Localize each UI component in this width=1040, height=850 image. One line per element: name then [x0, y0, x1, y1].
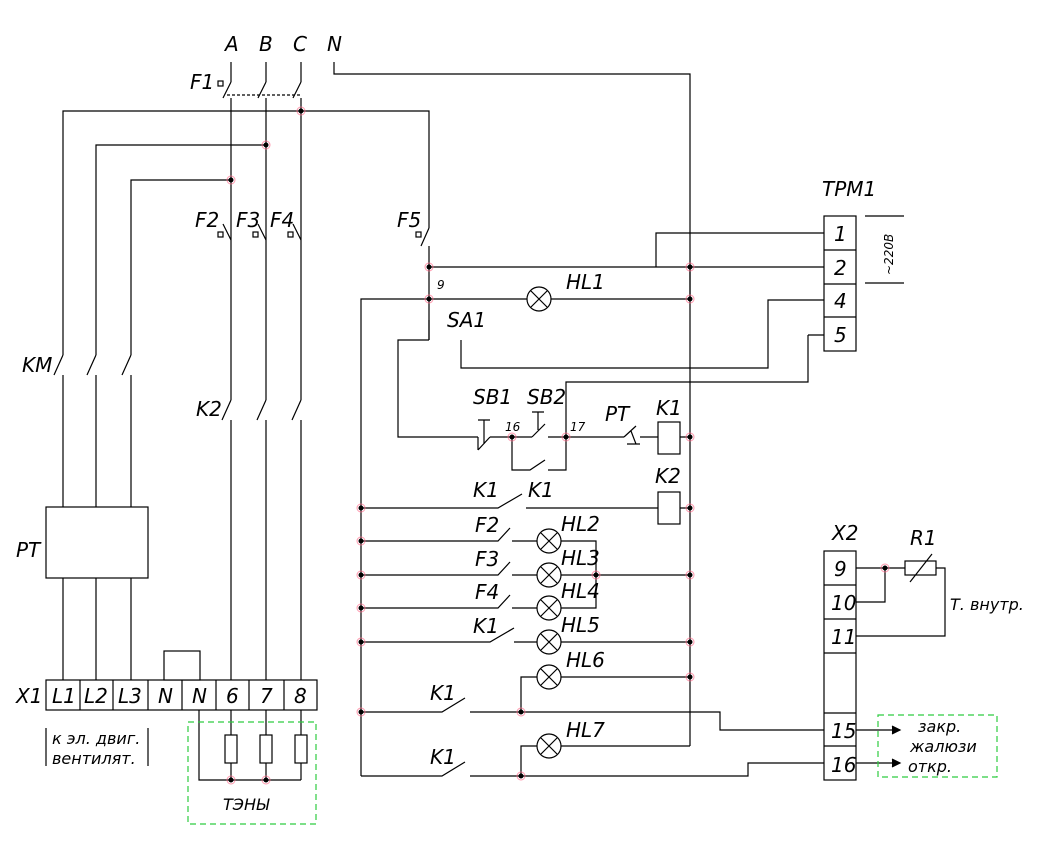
- x1-terminal-n1: N: [158, 684, 173, 708]
- sb1-label: SB1: [473, 385, 512, 409]
- junctions: [226, 106, 890, 785]
- x1-terminal-6: 6: [226, 684, 239, 708]
- x2-terminal-10: 10: [831, 591, 856, 615]
- f5-label: F5: [397, 208, 421, 232]
- hl3-label: HL3: [561, 546, 600, 570]
- x2-terminal-11: 11: [831, 625, 856, 649]
- louver-word-label: жалюзи: [909, 737, 977, 756]
- f4-mark-icon: [287, 231, 294, 238]
- hl2-lamp-icon: [536, 528, 562, 554]
- pt-contact-label: PT: [605, 402, 631, 426]
- hl5-lamp-icon: [536, 629, 562, 655]
- k1-hl7-label: K1: [430, 745, 456, 769]
- x1-cover: [163, 650, 201, 681]
- x2-terminal-15: 15: [831, 719, 856, 743]
- km-label: KM: [22, 353, 52, 377]
- pt-contact-icon: [623, 425, 640, 445]
- x2-terminal-9: 9: [834, 557, 847, 581]
- x1-terminal-l1: L1: [52, 684, 76, 708]
- trm-terminal-5: 5: [834, 323, 847, 347]
- x1-terminal-8: 8: [294, 684, 307, 708]
- f1-mark-icon: [217, 80, 224, 87]
- phase-a-label: A: [223, 32, 239, 56]
- f3-mark-icon: [252, 231, 259, 238]
- pt-relay-label: PT: [16, 538, 42, 562]
- motor-note-line1: к эл. двиг.: [52, 729, 140, 748]
- sb2-button-icon: [531, 411, 546, 438]
- f4-label: F4: [270, 208, 294, 232]
- heaters-label: ТЭНЫ: [223, 795, 270, 814]
- x2-label: X2: [831, 521, 858, 545]
- louver-highlight: [877, 714, 998, 778]
- pt-relay-box: [45, 506, 149, 579]
- hl5-label: HL5: [561, 613, 600, 637]
- f3-label: F3: [236, 208, 260, 232]
- k1-hl6-label: K1: [430, 681, 456, 705]
- x1-label: X1: [15, 684, 42, 708]
- neutral-label: N: [327, 32, 342, 56]
- k2-coil-label: K2: [655, 464, 681, 488]
- k2-coil: [657, 491, 681, 525]
- sb1-button-icon: [477, 419, 491, 451]
- trm-voltage: ~220В: [882, 234, 896, 275]
- f2-mark-icon: [217, 231, 224, 238]
- k1-hl5-label: K1: [473, 614, 499, 638]
- phase-b-label: B: [259, 32, 273, 56]
- heaters-highlight: [187, 721, 317, 825]
- x1-terminal-n2: N: [192, 684, 207, 708]
- sb2-label: SB2: [527, 385, 566, 409]
- k1-coil-label: K1: [656, 396, 682, 420]
- component-boxes: [45, 215, 937, 781]
- hl3-lamp-icon: [536, 562, 562, 588]
- node-9-label: 9: [437, 278, 445, 292]
- k1-seal-label: K1: [528, 478, 554, 502]
- node-17-label: 17: [570, 420, 586, 434]
- f1-label: F1: [190, 70, 214, 94]
- heater-7: [259, 734, 273, 764]
- r1-label: R1: [910, 526, 937, 550]
- x1-terminal-l3: L3: [118, 684, 142, 708]
- k1-k2-line-label: K1: [473, 478, 499, 502]
- x1-terminal-l2: L2: [84, 684, 108, 708]
- louver-close-label: закр.: [918, 717, 961, 736]
- x2-terminal-16: 16: [831, 753, 856, 777]
- trm-terminal-1: 1: [834, 222, 847, 246]
- k1-coil: [657, 421, 681, 455]
- heater-6: [224, 734, 238, 764]
- hl7-label: HL7: [566, 718, 605, 742]
- heater-8: [294, 734, 308, 764]
- f2-label: F2: [195, 208, 219, 232]
- labels: A B C N F1 F2 F3 F4 F5 KM K2 PT 9 HL1 SA…: [15, 32, 1024, 814]
- hl7-lamp-icon: [536, 733, 562, 759]
- trm-terminal-2: 2: [834, 256, 847, 280]
- hl1-label: HL1: [566, 270, 605, 294]
- lamps: [526, 286, 562, 759]
- hl4-label: HL4: [561, 579, 600, 603]
- louver-open-label: откр.: [908, 757, 952, 776]
- x1-terminal-7: 7: [260, 684, 273, 708]
- f5-mark-icon: [415, 231, 422, 238]
- f4-lamp-contact-label: F4: [475, 580, 499, 604]
- hl6-label: HL6: [566, 648, 605, 672]
- sensor-label: Т. внутр.: [950, 595, 1024, 614]
- hl2-label: HL2: [561, 512, 600, 536]
- hl4-lamp-icon: [536, 595, 562, 621]
- f2-lamp-contact-label: F2: [475, 513, 499, 537]
- trm-title: ТРМ1: [822, 177, 876, 201]
- node-16-label: 16: [505, 420, 521, 434]
- sa1-label: SA1: [447, 308, 486, 332]
- trm-terminal-4: 4: [834, 289, 847, 313]
- hl6-lamp-icon: [536, 664, 562, 690]
- contact-symbols: [217, 80, 640, 451]
- phase-c-label: C: [293, 32, 307, 56]
- k2-power-label: K2: [196, 397, 222, 421]
- f3-lamp-contact-label: F3: [475, 547, 499, 571]
- wires: [53, 62, 946, 781]
- motor-note-line2: вентилят.: [52, 749, 136, 768]
- x2-terminal-block: [823, 550, 857, 781]
- hl1-lamp-icon: [526, 286, 552, 312]
